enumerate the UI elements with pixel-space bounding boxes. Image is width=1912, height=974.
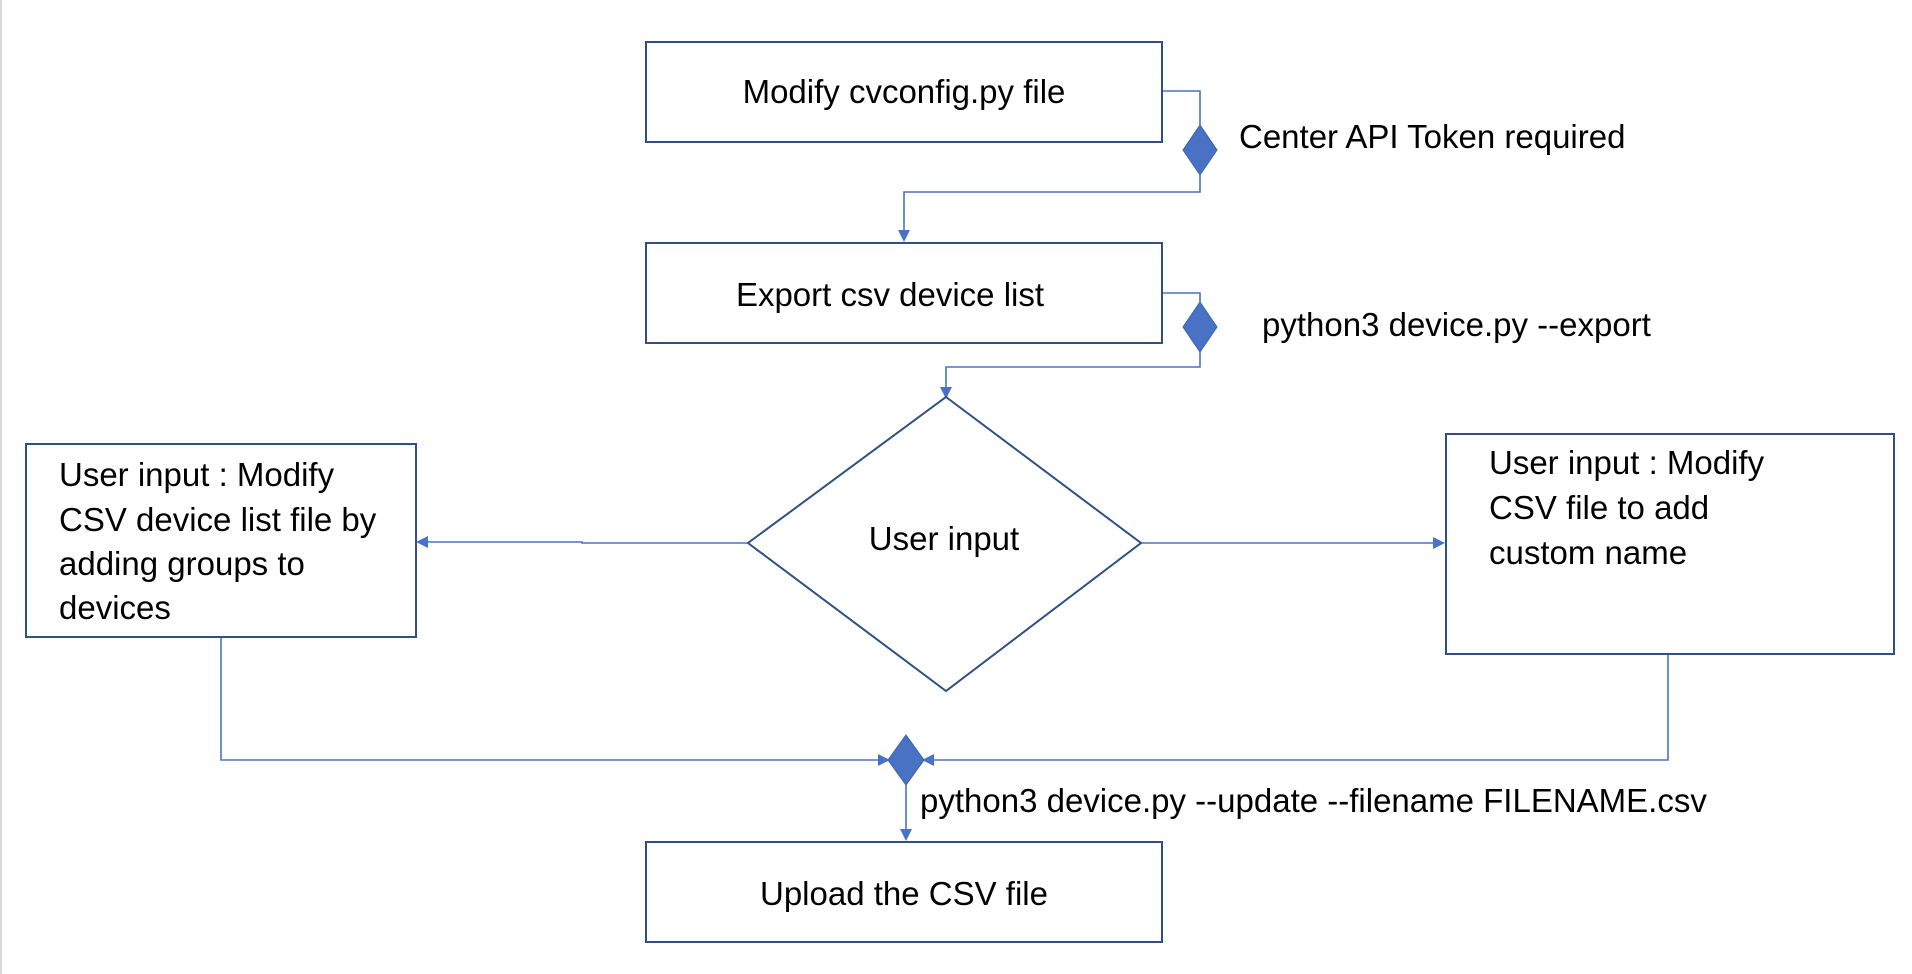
annotation-export-command: python3 device.py --export [1262, 306, 1651, 343]
node-user-input-decision-label: User input [869, 520, 1019, 557]
export-diamond-marker [1182, 301, 1218, 353]
node-modify-config: Modify cvconfig.py file [645, 41, 1163, 143]
node-user-input-decision: User input [746, 395, 1143, 693]
node-modify-custom-name-line-1: User input : Modify [1489, 444, 1765, 481]
node-modify-groups-line-4: devices [59, 589, 171, 626]
merge-diamond-marker [887, 734, 925, 786]
node-modify-groups-line-1: User input : Modify [59, 456, 335, 493]
node-export-csv: Export csv device list [645, 242, 1163, 344]
connector-decision-to-left [416, 536, 748, 548]
node-upload-csv: Upload the CSV file [645, 841, 1163, 943]
connector-right-to-merge [922, 655, 1669, 766]
connector-export-to-diamond [1162, 292, 1201, 302]
node-modify-custom-name-line-3: custom name [1489, 534, 1687, 571]
token-diamond-marker [1182, 124, 1218, 176]
connector-left-to-merge [220, 637, 890, 766]
node-modify-groups-line-2: CSV device list file by [59, 501, 377, 538]
node-upload-csv-label: Upload the CSV file [760, 875, 1048, 912]
node-modify-custom-name: User input : Modify CSV file to add cust… [1445, 433, 1895, 655]
connector-config-to-token [1162, 90, 1201, 125]
node-modify-groups-line-3: adding groups to [59, 545, 305, 582]
node-modify-custom-name-line-2: CSV file to add [1489, 489, 1709, 526]
annotation-token-required: Center API Token required [1239, 118, 1625, 155]
connector-diamond-to-decision [940, 352, 1201, 399]
node-export-csv-label: Export csv device list [736, 276, 1044, 313]
node-modify-groups: User input : Modify CSV device list file… [25, 443, 417, 638]
node-modify-config-label: Modify cvconfig.py file [743, 73, 1066, 110]
connector-token-to-export [898, 175, 1201, 242]
annotation-update-command: python3 device.py --update --filename FI… [920, 782, 1707, 819]
